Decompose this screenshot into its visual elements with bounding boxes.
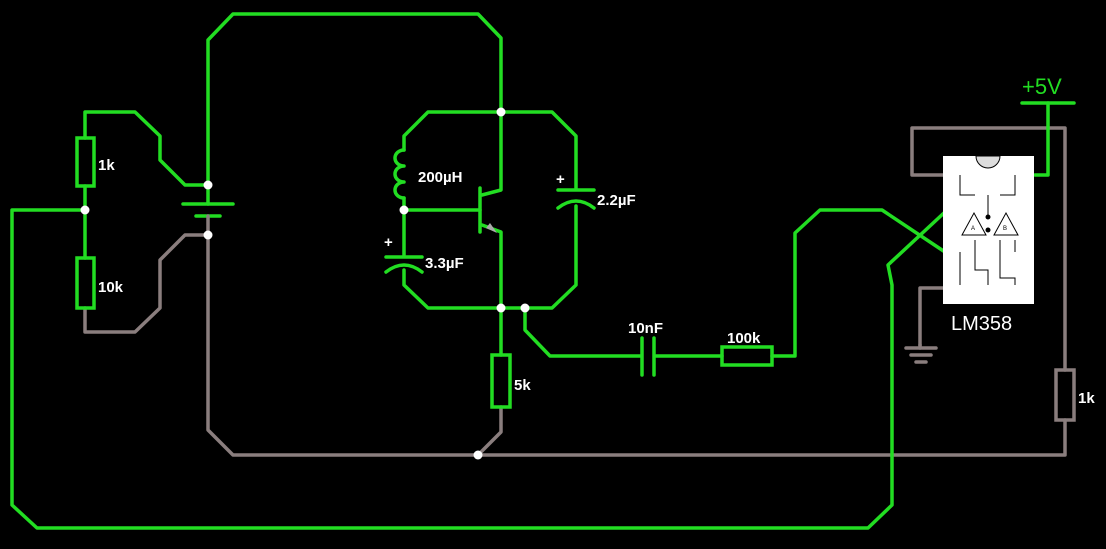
inductor-label: 200µH: [418, 169, 463, 186]
capacitor-label: 3.3µF: [425, 255, 464, 272]
resistor-label: 10k: [98, 279, 124, 296]
junction-dot: [473, 450, 483, 460]
wire-tank-bottom: [402, 204, 578, 310]
junction-dot: [496, 303, 506, 313]
junction-dot: [203, 180, 213, 190]
cap-plus-sign: +: [556, 171, 565, 188]
resistor-label: 1k: [98, 157, 115, 174]
ic-node: [985, 227, 991, 233]
npn-transistor[interactable]: [478, 186, 497, 234]
resistor-body: [75, 256, 96, 310]
resistor-body: [75, 136, 96, 188]
opamp-b-label: B: [1003, 226, 1007, 232]
resistor-label: 1k: [1078, 390, 1095, 407]
wire-tank-top: [402, 110, 578, 190]
wire-ic-ground: [918, 286, 947, 347]
capacitor-10nF[interactable]: 10nF: [628, 320, 663, 377]
wire-opamp-feedback: [910, 126, 1067, 372]
wire-emitter: [480, 223, 503, 357]
inductor-coil: [393, 148, 406, 200]
resistor-5k[interactable]: 5k: [490, 353, 531, 409]
cap-plate-minus: [556, 199, 596, 210]
ic-internal-wiring: [959, 175, 1019, 285]
wire-ic-vcc: [1033, 101, 1050, 177]
resistor-1k-top[interactable]: 1k: [75, 136, 115, 188]
lm358-chip[interactable]: A B LM358: [943, 155, 1034, 335]
junction-dot: [80, 205, 90, 215]
cap-plus-sign: +: [384, 234, 393, 251]
capacitor-3-3uF[interactable]: + 3.3µF: [384, 234, 464, 274]
junction-dot: [520, 303, 530, 313]
capacitor-label: 10nF: [628, 320, 663, 337]
resistor-label: 5k: [514, 377, 531, 394]
emitter-arrow-icon: [486, 223, 497, 233]
resistor-body: [490, 353, 512, 409]
wire-collector: [480, 110, 503, 197]
resistor-1k-right[interactable]: 1k: [1054, 368, 1095, 422]
capacitor-2-2uF[interactable]: + 2.2µF: [556, 171, 636, 210]
resistor-100k[interactable]: 100k: [720, 330, 774, 367]
wire-bias-to-opamp: [10, 208, 947, 530]
resistor-body: [1054, 368, 1076, 422]
capacitor-label: 2.2µF: [597, 192, 636, 209]
ic-node: [985, 214, 991, 220]
junction-dot: [496, 107, 506, 117]
supply-label: +5V: [1022, 74, 1062, 99]
wire-divider-to-battery-neg: [83, 233, 210, 334]
junctions: [80, 107, 530, 460]
ic-label: LM358: [951, 313, 1012, 335]
wire-to-coupling-cap: [523, 306, 642, 358]
junction-dot: [203, 230, 213, 240]
wire-divider-top: [83, 110, 210, 187]
supply-wires: [10, 12, 1076, 530]
battery[interactable]: [181, 183, 235, 237]
resistor-label: 100k: [727, 330, 761, 347]
opamp-a-label: A: [971, 226, 975, 232]
resistor-body: [720, 345, 774, 367]
wire-battery-top-loop: [206, 12, 503, 187]
ground-wires: [83, 126, 1067, 457]
cap-plate-minus: [384, 263, 424, 274]
inductor-200uH[interactable]: 200µH: [393, 148, 463, 200]
wire-emitter-resistor-ground: [476, 405, 503, 457]
junction-dot: [399, 205, 409, 215]
wire-resistor-to-opamp: [770, 208, 947, 358]
ground-symbol: [904, 343, 938, 364]
wire-ground-bus: [206, 233, 1067, 457]
resistor-10k[interactable]: 10k: [75, 256, 124, 310]
ic-notch: [975, 155, 1001, 169]
